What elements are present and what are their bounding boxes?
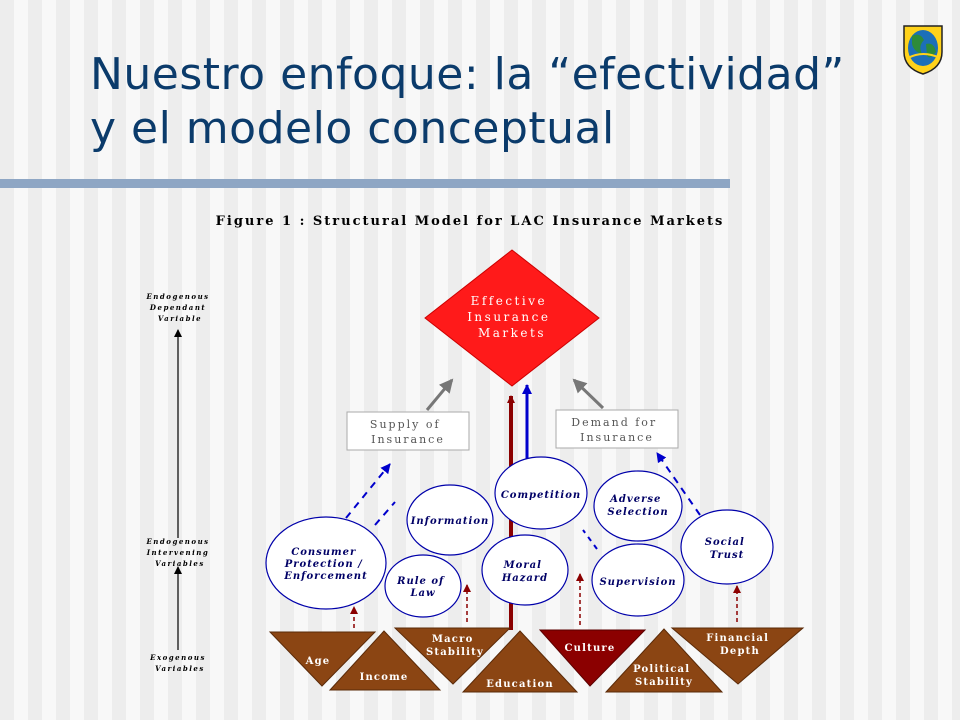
svg-text:Macro Stability: Macro Stability <box>426 634 484 658</box>
competition-circle: Competition <box>494 456 588 530</box>
social-trust-circle: Social Trust <box>680 509 774 585</box>
macro-stability-triangle: Macro Stability <box>393 627 512 685</box>
svg-text:Age: Age <box>305 656 331 667</box>
svg-text:Social Trust: Social Trust <box>705 537 750 561</box>
adverse-selection-circle: Adverse Selection <box>593 470 683 542</box>
title-line-2: y el modelo conceptual <box>90 103 615 154</box>
diamond-label: Effective Insurance Markets <box>467 294 557 340</box>
age-triangle: Age <box>268 631 377 687</box>
education-triangle: Education <box>461 630 579 693</box>
income-triangle: Income <box>328 630 442 691</box>
moral-hazard-circle: Moral Hazard <box>481 534 569 606</box>
svg-text:Education: Education <box>486 679 554 690</box>
globe-logo-icon <box>903 25 943 75</box>
svg-text:Supervision: Supervision <box>599 577 676 588</box>
demand-for-insurance-box <box>555 409 679 449</box>
demand-label: Demand for Insurance <box>571 416 662 444</box>
svg-text:Culture: Culture <box>565 643 616 654</box>
svg-text:Moral Hazard: Moral Hazard <box>501 560 548 584</box>
culture-triangle: Culture <box>538 629 647 687</box>
supervision-circle: Supervision <box>591 543 685 617</box>
consumer-to-supply-arrow <box>345 463 391 519</box>
demand-to-market-arrow <box>572 378 605 410</box>
level-dependant-label: Endogenous Dependant Variable <box>145 292 213 323</box>
svg-text:Income: Income <box>360 672 409 683</box>
supervision-dash <box>582 529 598 550</box>
svg-text:Competition: Competition <box>501 490 581 501</box>
level-exogenous-label: Exogenous Variables <box>149 653 210 673</box>
svg-text:Consumer Protection /: Consumer Protection / Enforcement <box>283 547 367 582</box>
financial-depth-triangle: Financial Depth <box>670 627 805 685</box>
consumer-protection-circle: Consumer Protection / Enforcement <box>265 516 387 610</box>
supply-to-market-arrow <box>425 378 454 411</box>
supply-label: Supply of Insurance <box>370 418 446 446</box>
title-underline-bar <box>0 179 730 188</box>
title-line-1: Nuestro enfoque: la “efectividad” <box>90 49 845 100</box>
svg-text:Political Stability: Political Stability <box>633 664 695 688</box>
effective-insurance-markets-diamond <box>424 249 600 387</box>
information-circle: Information <box>406 484 494 556</box>
level-intervening-label: Endogenous Intervening Variables <box>145 537 213 568</box>
slide-title: Nuestro enfoque: la “efectividad” y el m… <box>90 48 845 156</box>
supply-of-insurance-box <box>346 411 470 451</box>
rule-of-law-circle: Rule of Law <box>384 554 462 618</box>
svg-text:Rule of Law: Rule of Law <box>396 576 449 599</box>
svg-text:Financial Depth: Financial Depth <box>706 633 774 657</box>
figure-title: Figure 1 : Structural Model for LAC Insu… <box>216 214 725 229</box>
information-to-supply-arrow <box>374 501 396 526</box>
svg-text:Adverse Selection: Adverse Selection <box>607 494 668 518</box>
political-stability-triangle: Political Stability <box>604 628 724 693</box>
svg-text:Information: Information <box>410 516 490 527</box>
